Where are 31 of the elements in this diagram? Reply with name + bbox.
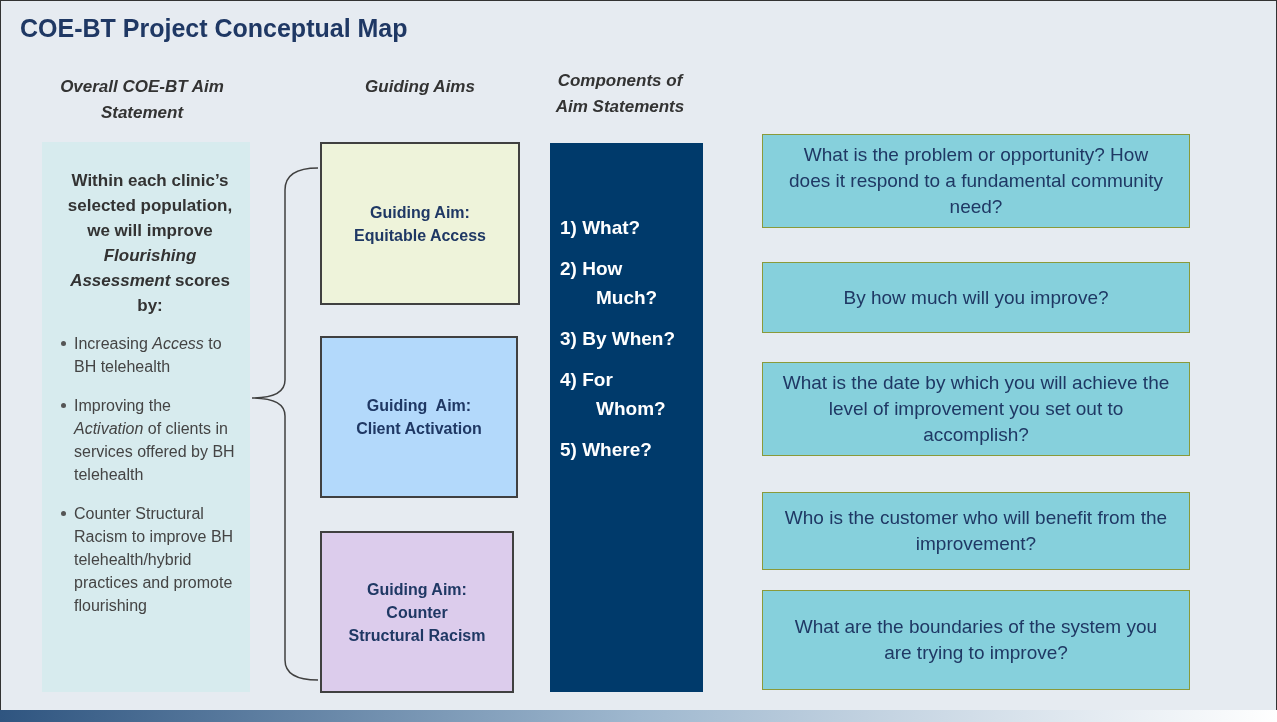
question-text: What are the boundaries of the system you are trying to improve?	[793, 615, 1159, 665]
question-text: What is the problem or opportunity? How does it respond to a fundamental community need?	[788, 143, 1164, 219]
question-text: Who is the customer who will benefit from the improvement?	[783, 506, 1169, 556]
component-item: 3) By When?	[560, 327, 677, 351]
bullet-item: Improving the Activation of clients in services offered by BH telehealth	[74, 396, 236, 485]
slide-title: COE-BT Project Conceptual Map	[20, 14, 408, 43]
question-box	[762, 362, 1190, 456]
question-box	[762, 590, 1190, 690]
aim-title: Guiding Aim: Equitable Access	[353, 202, 487, 246]
aim-title: Guiding Aim: Client Activation	[355, 396, 483, 439]
column-heading: Overall COE-BT Aim Statement	[59, 76, 225, 124]
question-text: By how much will you improve?	[843, 285, 1109, 310]
question-text: What is the date by which you will achieve the level of improvement you set out to accomplish?	[781, 371, 1171, 447]
guiding-aim-box	[320, 531, 514, 693]
question-box	[762, 134, 1190, 228]
component-item: 2) How Much?	[560, 257, 659, 310]
column-heading: Guiding Aims	[364, 76, 476, 98]
aim-statement: Within each clinic’s selected population, we will improve Flourishing Assessment scores by:	[66, 170, 234, 317]
question-box	[762, 492, 1190, 570]
column-heading: Components of Aim Statements	[554, 70, 686, 118]
aim-statement-panel	[42, 142, 250, 692]
component-item: 4) For Whom?	[560, 368, 667, 421]
components-panel	[550, 143, 703, 692]
guiding-aim-box	[320, 336, 518, 498]
guiding-aim-box	[320, 142, 520, 305]
aim-title: Guiding Aim: Counter Structural Racism	[347, 579, 487, 646]
component-item: 1) What?	[560, 216, 642, 240]
question-box	[762, 262, 1190, 333]
bullet-item: Counter Structural Racism to improve BH telehealth/hybrid practices and promote flourishing	[74, 504, 235, 616]
component-item: 5) Where?	[560, 438, 653, 462]
bullet-item: Increasing Access to BH telehealth	[74, 334, 223, 377]
